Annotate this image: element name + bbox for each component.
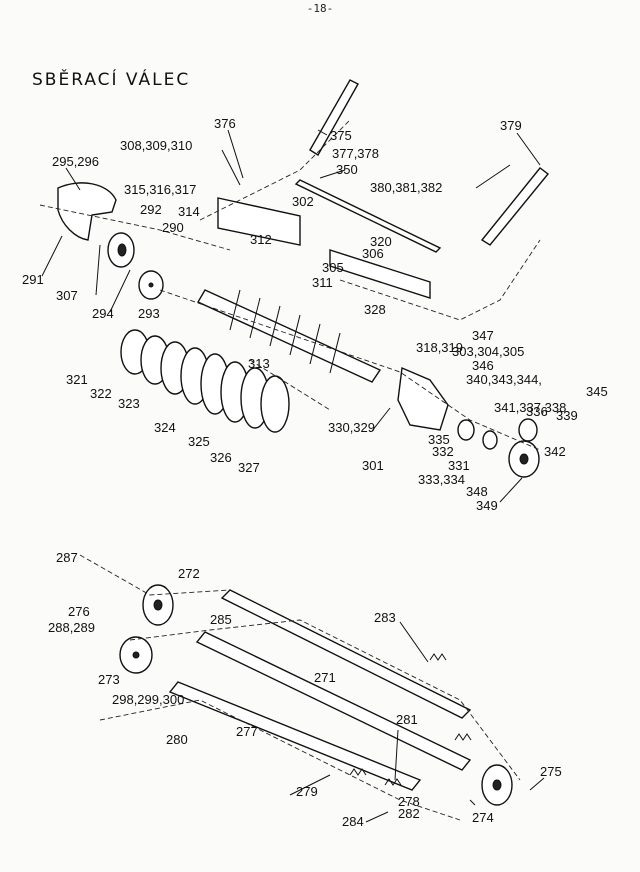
part-label-top-3: 315,316,317 (124, 182, 196, 197)
shaft-tines (197, 289, 382, 383)
part-label-top-21: 379 (500, 118, 522, 133)
part-label-top-19: 311 (312, 275, 333, 290)
part-label-top-26: 346 (472, 358, 494, 373)
part-label-top-35: 323 (118, 396, 140, 411)
part-label-bottom-12: 279 (296, 784, 318, 799)
bar-277 (168, 681, 422, 791)
part-label-top-48: 349 (476, 498, 498, 513)
part-label-top-30: 336 (526, 404, 548, 419)
part-label-top-14: 302 (292, 194, 314, 209)
part-label-top-27: 340,343,344, (466, 372, 542, 387)
bar-379 (480, 167, 550, 246)
part-label-top-39: 327 (238, 460, 260, 475)
part-label-bottom-10: 283 (374, 610, 396, 625)
part-label-top-23: 347 (472, 328, 494, 343)
part-label-bottom-1: 272 (178, 566, 200, 581)
gear-342 (518, 418, 538, 442)
part-label-top-25: 303,304,305 (452, 344, 524, 359)
part-label-bottom-9: 271 (314, 670, 336, 685)
left-cover (57, 182, 117, 241)
part-label-top-41: 301 (362, 458, 384, 473)
part-label-top-29: 341,337,338 (494, 400, 566, 415)
part-label-bottom-14: 284 (342, 814, 364, 829)
part-label-bottom-16: 275 (540, 764, 562, 779)
assembly-lines-top (39, 119, 541, 451)
part-label-top-24: 318,319 (416, 340, 463, 355)
part-label-top-47: 348 (466, 484, 488, 499)
part-label-top-44: 331 (448, 458, 470, 473)
part-label-top-18: 305 (322, 260, 344, 275)
part-label-top-17: 306 (362, 246, 384, 261)
part-label-top-8: 307 (56, 288, 78, 303)
part-label-top-43: 332 (432, 444, 454, 459)
part-label-top-36: 324 (154, 420, 176, 435)
part-label-top-32: 313 (248, 356, 270, 371)
tines (229, 289, 341, 374)
page-number: -18- (306, 2, 334, 15)
bar-283 (220, 589, 472, 719)
part-label-top-10: 293 (138, 306, 160, 321)
part-label-bottom-2: 276 (68, 604, 90, 619)
part-label-bottom-7: 285 (210, 612, 232, 627)
leaders-bottom (289, 621, 545, 823)
part-label-top-5: 314 (178, 204, 200, 219)
part-label-top-40: 330,329 (328, 420, 375, 435)
bearing-331 (482, 430, 498, 450)
part-label-top-16: 320 (370, 234, 392, 249)
part-label-top-11: 375 (330, 128, 352, 143)
side-plate-301 (397, 366, 449, 431)
part-label-bottom-11: 281 (396, 712, 418, 727)
leaders-top (41, 129, 541, 503)
rod-350 (294, 179, 442, 253)
spring-278 (384, 778, 402, 786)
bearing-332 (457, 419, 475, 441)
part-label-top-38: 326 (210, 450, 232, 465)
part-label-bottom-0: 287 (56, 550, 78, 565)
part-label-top-42: 335 (428, 432, 450, 447)
part-label-top-33: 321 (66, 372, 88, 387)
spiral-coils (120, 329, 290, 433)
part-label-bottom-15: 282 (398, 806, 420, 821)
tube-271 (195, 631, 472, 771)
part-label-top-0: 376 (214, 116, 236, 131)
part-label-top-4: 292 (140, 202, 162, 217)
part-label-bottom-13: 278 (398, 794, 420, 809)
spring-281 (454, 733, 472, 741)
plate-302 (217, 197, 301, 246)
part-label-top-45: 333,334 (418, 472, 465, 487)
part-label-bottom-3: 288,289 (48, 620, 95, 635)
bar-375 (309, 79, 359, 156)
part-label-bottom-8: 277 (236, 724, 258, 739)
part-label-bottom-5: 298,299,300 (112, 692, 184, 707)
part-label-top-15: 312 (250, 232, 272, 247)
part-label-top-37: 325 (188, 434, 210, 449)
part-label-top-34: 322 (90, 386, 112, 401)
spring-283 (429, 653, 447, 661)
part-label-top-1: 308,309,310 (120, 138, 192, 153)
part-label-top-28: 345 (586, 384, 608, 399)
assembly-lines-bottom (79, 554, 521, 821)
part-label-top-22: 380,381,382 (370, 180, 442, 195)
part-label-top-12: 377,378 (332, 146, 379, 161)
part-label-top-9: 294 (92, 306, 114, 321)
part-label-top-20: 328 (364, 302, 386, 317)
part-label-bottom-6: 280 (166, 732, 188, 747)
part-label-top-6: 290 (162, 220, 184, 235)
page-title: SBĚRACÍ VÁLEC (32, 70, 191, 90)
part-label-top-2: 295,296 (52, 154, 99, 169)
part-label-top-13: 350 (336, 162, 358, 177)
part-label-top-31: 339 (556, 408, 578, 423)
flange-hub (117, 243, 127, 257)
part-label-top-46: 342 (544, 444, 566, 459)
spring-279 (349, 768, 367, 776)
part-label-bottom-4: 273 (98, 672, 120, 687)
part-label-top-7: 291 (22, 272, 44, 287)
part-label-bottom-17: 274 (472, 810, 494, 825)
plate-320 (329, 249, 431, 299)
